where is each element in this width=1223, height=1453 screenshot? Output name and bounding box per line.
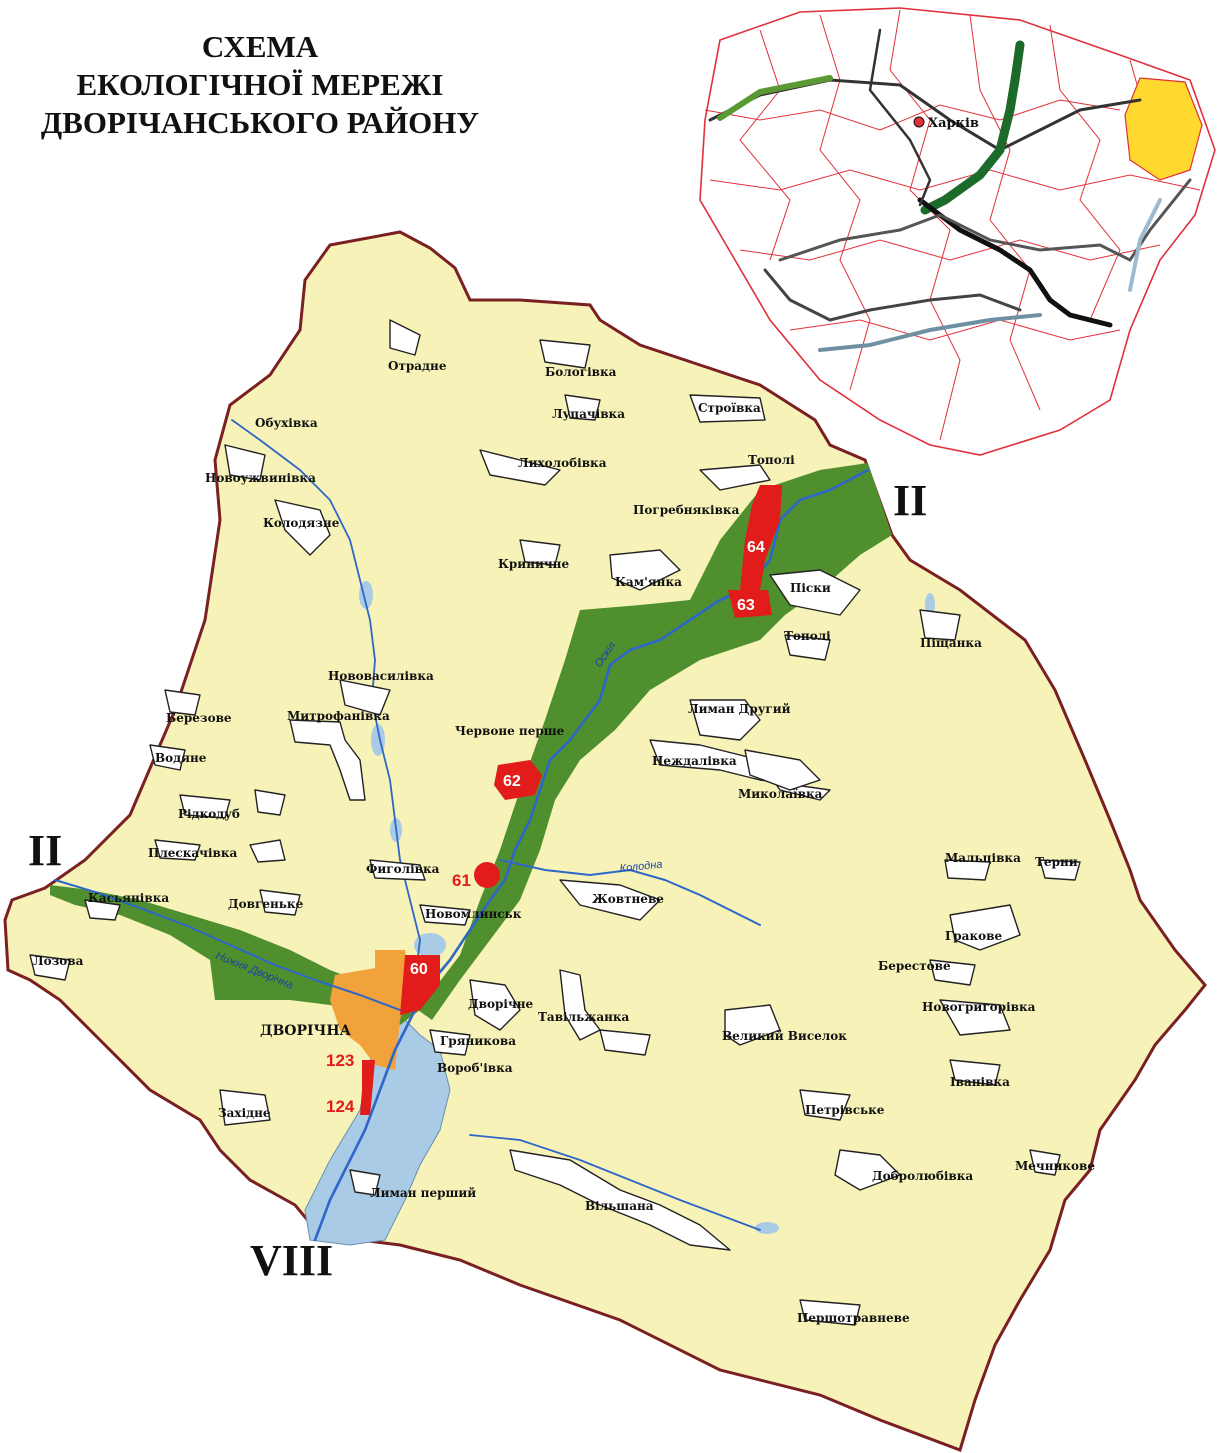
settlement-label: Довгеньке [228, 897, 304, 911]
title-line-2: ЕКОЛОГІЧНОЇ МЕРЕЖІ [76, 67, 444, 102]
site-label: 60 [410, 961, 428, 978]
settlement-label: Вороб'івка [437, 1061, 513, 1075]
site-label: 64 [747, 539, 765, 556]
settlement-label: Лихолобівка [518, 456, 607, 470]
settlement-label: Касьянівка [88, 891, 169, 905]
settlement-label: Червоне перше [455, 724, 565, 738]
site-60-area [400, 955, 440, 1015]
site-label: 124 [326, 1097, 355, 1116]
site-label: 62 [503, 773, 521, 790]
settlement-label: Тополі [748, 453, 795, 467]
settlement-label: Петрівське [805, 1103, 885, 1117]
settlement-label: Піски [790, 581, 831, 595]
inset-dvorichna-highlight [1124, 77, 1203, 181]
settlement-label: Лиман Другий [688, 702, 791, 716]
settlement-label: Фиголівка [366, 862, 440, 876]
settlement-label: Гряникова [440, 1034, 516, 1048]
settlement-label: Колодязне [263, 516, 340, 530]
settlement-label: Новомлинськ [425, 907, 522, 921]
settlement-label: Погребняківка [633, 503, 740, 517]
settlement-label: Великий Виселок [722, 1029, 847, 1043]
settlement-label: Бологівка [545, 365, 617, 379]
settlement-label: Криничне [498, 557, 569, 571]
southern-river [469, 1134, 761, 1231]
title-line-1: СХЕМА [201, 29, 319, 64]
settlement-label: Кам'янка [615, 575, 682, 589]
settlement-label: Гракове [945, 929, 1002, 943]
inset-oblast-outline [699, 7, 1216, 456]
site-63-area [728, 590, 772, 618]
settlement-outlines [29, 319, 1081, 1326]
inset-rivers [708, 28, 1192, 352]
site-label: 61 [452, 871, 471, 890]
settlement-label: Мальцівка [945, 851, 1021, 865]
protected-sites [360, 485, 782, 1115]
dvorichna-center-area [330, 950, 410, 1070]
nyzhnia-dvorichna-green-corridor [50, 885, 420, 1025]
settlement-label: Плескачівка [148, 846, 238, 860]
settlement-label: Новогригорівка [922, 1000, 1036, 1014]
inset-city-label: Харків [928, 116, 979, 131]
kharkiv-point-icon [913, 116, 925, 128]
site-61-area [474, 862, 500, 888]
corridor-label-south: VIII [250, 1236, 333, 1285]
settlement-label: Нововасилівка [328, 669, 434, 683]
settlement-label: Мечникове [1015, 1159, 1095, 1173]
oskil-green-corridor [418, 463, 892, 1020]
site-label: 63 [737, 597, 755, 614]
site-62-area [494, 760, 542, 800]
settlement-label: Строївка [698, 401, 761, 415]
settlement-label: Рідкодуб [178, 807, 240, 821]
settlement-label: Жовтневе [592, 892, 664, 906]
site-123-124-area [360, 1060, 375, 1115]
settlement-label: Першотравневе [797, 1311, 910, 1325]
settlement-label: Отрадне [388, 359, 447, 373]
pond [414, 933, 446, 957]
settlement-label: Лупачівка [552, 407, 625, 421]
settlement-label: Березове [166, 711, 232, 725]
settlement-label: Західне [218, 1106, 271, 1120]
site-64-area [740, 485, 782, 590]
kolodna-river [499, 859, 761, 926]
district-center-label: ДВОРІЧНА [260, 1023, 352, 1039]
settlement-label: Іванівка [950, 1075, 1010, 1089]
settlement-label: Водяне [155, 751, 207, 765]
settlement-label: Терни [1035, 855, 1078, 869]
settlement-label: Берестове [878, 959, 951, 973]
settlement-label: Митрофанівка [287, 709, 390, 723]
settlement-label: Миколаївка [738, 787, 823, 801]
settlement-label: Добролюбівка [872, 1169, 973, 1183]
site-label: 123 [326, 1051, 354, 1070]
map-title: СХЕМА ЕКОЛОГІЧНОЇ МЕРЕЖІ ДВОРІЧАНСЬКОГО … [0, 28, 520, 142]
inset-map: Харків [699, 7, 1216, 456]
river-label-kolodna: Колодна [619, 859, 663, 875]
settlement-label: Тавільжанка [538, 1010, 630, 1024]
settlement-label: Піщанка [920, 636, 982, 650]
settlement-label: Новоужвинівка [205, 471, 316, 485]
settlement-label: Неждалівка [652, 754, 737, 768]
settlement-label: Вільшана [585, 1199, 654, 1213]
settlement-label: Дворічне [468, 997, 534, 1011]
settlement-label: Лозова [33, 954, 84, 968]
nyzhnia-dvorichna-river [54, 879, 401, 1011]
corridor-label-east: II [893, 476, 927, 525]
pond [755, 1222, 779, 1234]
settlement-label: Обухівка [255, 416, 318, 430]
settlement-labels: Отрадне Бологівка Лупачівка Строївка Обу… [33, 359, 1095, 1325]
settlement-label: Тополі [784, 629, 831, 643]
corridor-label-west: II [28, 826, 62, 875]
settlement-label: Лиман перший [370, 1186, 476, 1200]
title-line-3: ДВОРІЧАНСЬКОГО РАЙОНУ [40, 105, 480, 140]
